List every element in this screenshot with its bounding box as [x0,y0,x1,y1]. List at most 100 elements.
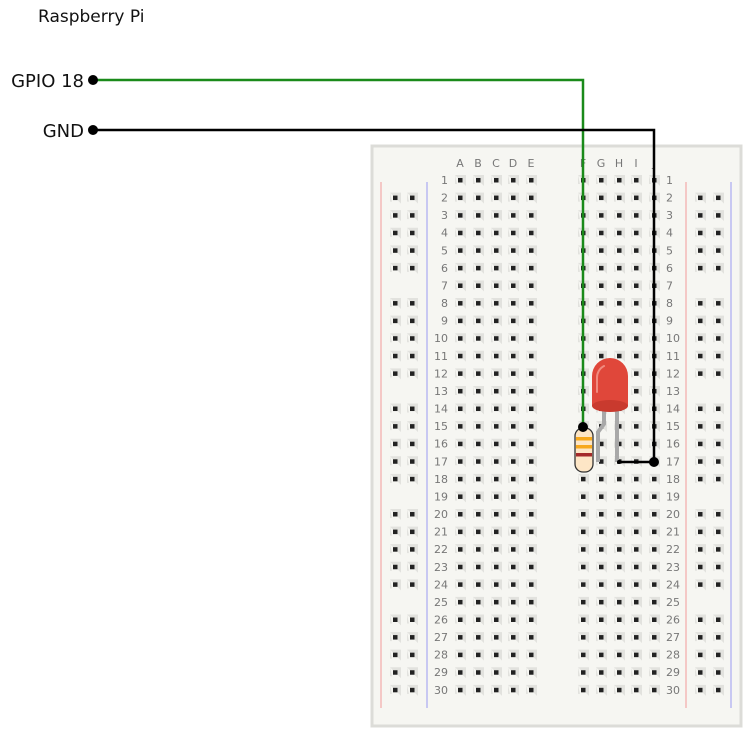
breadboard-hole [599,670,604,675]
breadboard-hole [581,564,586,570]
breadboard-hole [599,652,604,658]
breadboard-hole [698,248,703,253]
breadboard-hole [458,459,463,464]
breadboard-hole [581,635,586,640]
breadboard-hole [393,353,398,359]
breadboard-hole [652,476,657,482]
breadboard-hole [581,529,586,535]
breadboard-hole [476,213,481,218]
row-label-left: 1 [441,174,448,187]
breadboard-hole [494,388,499,394]
breadboard-hole [652,635,657,640]
hole-shadow [649,509,660,521]
breadboard-hole [634,424,639,429]
breadboard-hole [393,248,398,253]
breadboard-hole [698,265,703,271]
column-label-d: D [509,157,517,170]
breadboard-hole [634,301,639,306]
breadboard-hole [393,529,398,535]
row-label-right: 28 [666,649,680,662]
breadboard-hole [511,512,516,517]
breadboard-hole [599,301,604,306]
breadboard-hole [529,406,534,412]
breadboard-hole [410,248,415,253]
column-label-b: B [474,157,482,170]
breadboard-hole [458,599,463,605]
breadboard-hole [529,564,534,570]
resistor-band [576,437,592,441]
breadboard-hole [511,459,516,464]
ground-wire-end [649,457,659,467]
breadboard-hole [511,687,516,693]
breadboard-hole [698,230,703,236]
breadboard-hole [716,441,721,447]
breadboard-hole [458,547,463,552]
breadboard-hole [634,336,639,341]
resistor [574,427,594,473]
breadboard-hole [634,494,639,499]
breadboard-hole [458,635,463,640]
breadboard-hole [599,617,604,622]
breadboard-hole [476,564,481,570]
column-label-c: C [492,157,500,170]
breadboard-hole [529,512,534,517]
breadboard-hole [529,529,534,535]
breadboard-hole [652,547,657,552]
breadboard-hole [458,371,463,376]
led-leg-end [617,460,621,464]
breadboard-hole [393,424,398,429]
breadboard-hole [476,582,481,587]
breadboard-hole [599,195,604,201]
breadboard-hole [599,599,604,605]
breadboard-hole [529,301,534,306]
breadboard-hole [617,353,622,359]
breadboard-hole [698,336,703,341]
breadboard-hole [529,687,534,693]
device-title: Raspberry Pi [38,7,145,27]
column-label-h: H [615,157,623,170]
breadboard-hole [476,459,481,464]
breadboard-hole [494,213,499,218]
breadboard-hole [410,406,415,412]
resistor-band [576,445,592,449]
breadboard-hole [617,301,622,306]
column-label-g: G [597,157,606,170]
breadboard-hole [393,441,398,447]
breadboard-hole [529,336,534,341]
breadboard-hole [617,670,622,675]
led-cathode-leg [596,410,606,462]
breadboard-hole [393,406,398,412]
breadboard-hole [529,617,534,622]
breadboard-hole [494,195,499,201]
breadboard-hole [410,687,415,693]
row-label-left: 29 [434,666,448,679]
breadboard-hole [599,441,604,447]
breadboard-hole [410,512,415,517]
breadboard-hole [458,582,463,587]
row-label-left: 8 [441,297,448,310]
row-label-left: 28 [434,649,448,662]
breadboard-hole [617,230,622,236]
breadboard-hole [393,318,398,324]
breadboard-hole [716,424,721,429]
breadboard-hole [511,476,516,482]
breadboard-hole [599,283,604,288]
hole-shadow [578,509,589,521]
breadboard-hole [511,301,516,306]
breadboard-hole [716,582,721,587]
row-label-right: 24 [666,578,680,591]
breadboard-hole [410,265,415,271]
breadboard-hole [494,178,499,183]
breadboard-hole [716,564,721,570]
breadboard-hole [494,424,499,429]
breadboard-hole [511,406,516,412]
breadboard-hole [458,195,463,201]
hole-shadow [473,509,484,521]
breadboard-hole [599,459,604,464]
breadboard-hole [529,371,534,376]
row-label-right: 19 [666,490,680,503]
breadboard-hole [458,283,463,288]
hole-shadow [508,509,519,521]
breadboard-hole [476,441,481,447]
breadboard-hole [617,178,622,183]
